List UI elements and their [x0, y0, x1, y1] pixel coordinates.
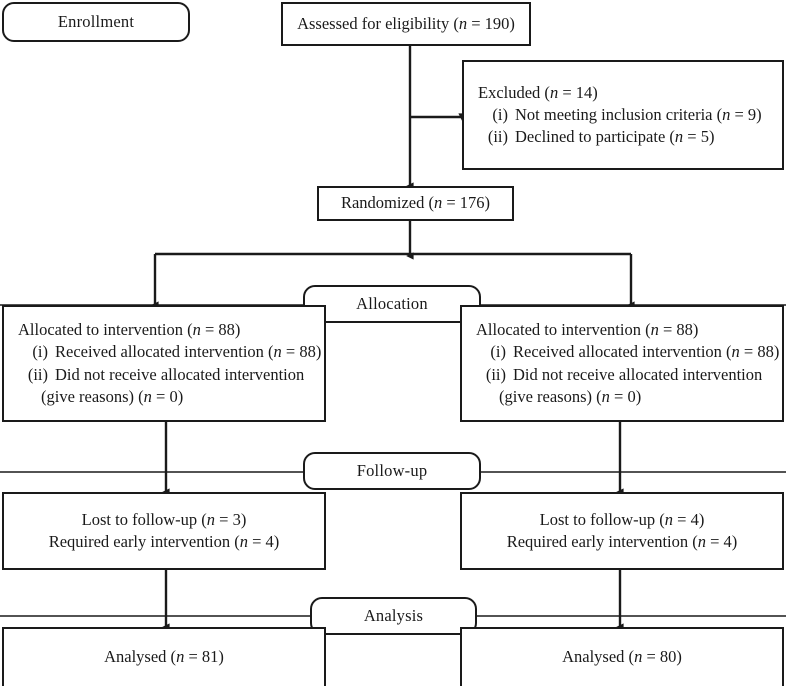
- list-marker: (ii): [485, 364, 506, 384]
- node-analysis-left: Analysed (n = 81): [2, 627, 326, 686]
- list-marker: (i): [492, 104, 508, 124]
- node-followup-right: Lost to follow-up (n = 4) Required early…: [460, 492, 784, 570]
- list-marker: (i): [32, 342, 48, 362]
- stage-label-allocation: Allocation: [303, 285, 481, 323]
- node-analysis-right-text: Analysed (n = 80): [562, 647, 682, 667]
- node-allocation-right-item-continuation: (give reasons) (n = 0): [499, 386, 642, 406]
- node-excluded: Excluded (n = 14) (i) Not meeting inclus…: [462, 60, 784, 170]
- node-allocation-left-heading: Allocated to intervention (n = 88): [18, 320, 241, 340]
- node-allocation-right-heading: Allocated to intervention (n = 88): [476, 320, 699, 340]
- node-excluded-heading: Excluded (n = 14): [478, 82, 598, 102]
- node-allocation-left-item: (ii) Did not receive allocated intervent…: [4, 364, 324, 386]
- stage-label-enrollment: Enrollment: [2, 2, 190, 42]
- node-allocation-left: Allocated to intervention (n = 88) (i) R…: [2, 305, 326, 422]
- list-text: Did not receive allocated intervention: [55, 364, 305, 384]
- node-assessed-for-eligibility: Assessed for eligibility (n = 190): [281, 2, 531, 46]
- stage-label-followup: Follow-up: [303, 452, 481, 490]
- stage-label-analysis: Analysis: [310, 597, 477, 635]
- node-allocation-left-item: (i) Received allocated intervention (n =…: [4, 341, 324, 363]
- node-randomized: Randomized (n = 176): [317, 186, 514, 221]
- list-marker: (ii): [487, 127, 508, 147]
- list-text: Received allocated intervention (n = 88): [513, 342, 780, 362]
- list-text: Received allocated intervention (n = 88): [55, 342, 322, 362]
- node-analysis-right: Analysed (n = 80): [460, 627, 784, 686]
- node-randomized-text: Randomized (n = 176): [340, 193, 491, 213]
- list-text: Did not receive allocated intervention: [513, 364, 763, 384]
- node-allocation-right: Allocated to intervention (n = 88) (i) R…: [460, 305, 784, 422]
- node-allocation-right-item: (i) Received allocated intervention (n =…: [462, 341, 782, 363]
- list-text: Declined to participate (n = 5): [515, 127, 715, 147]
- list-text: Not meeting inclusion criteria (n = 9): [515, 104, 762, 124]
- stage-label-analysis-text: Analysis: [363, 606, 424, 625]
- node-followup-left: Lost to follow-up (n = 3) Required early…: [2, 492, 326, 570]
- node-followup-left-line: Required early intervention (n = 4): [48, 532, 280, 551]
- node-followup-right-line: Lost to follow-up (n = 4): [539, 509, 705, 529]
- stage-label-followup-text: Follow-up: [356, 461, 428, 480]
- stage-label-enrollment-text: Enrollment: [57, 12, 135, 31]
- list-marker: (i): [490, 342, 506, 362]
- node-analysis-left-text: Analysed (n = 81): [104, 647, 224, 667]
- node-excluded-reason: (i) Not meeting inclusion criteria (n = …: [464, 104, 782, 126]
- list-marker: (ii): [27, 364, 48, 384]
- stage-label-allocation-text: Allocation: [356, 294, 428, 313]
- node-excluded-reason: (ii) Declined to participate (n = 5): [464, 126, 782, 148]
- node-allocation-right-item: (ii) Did not receive allocated intervent…: [462, 364, 782, 386]
- node-followup-left-line: Lost to follow-up (n = 3): [81, 509, 247, 529]
- node-assessed-text: Assessed for eligibility (n = 190): [297, 13, 515, 33]
- node-followup-right-line: Required early intervention (n = 4): [506, 532, 738, 551]
- node-allocation-left-item-continuation: (give reasons) (n = 0): [41, 386, 184, 406]
